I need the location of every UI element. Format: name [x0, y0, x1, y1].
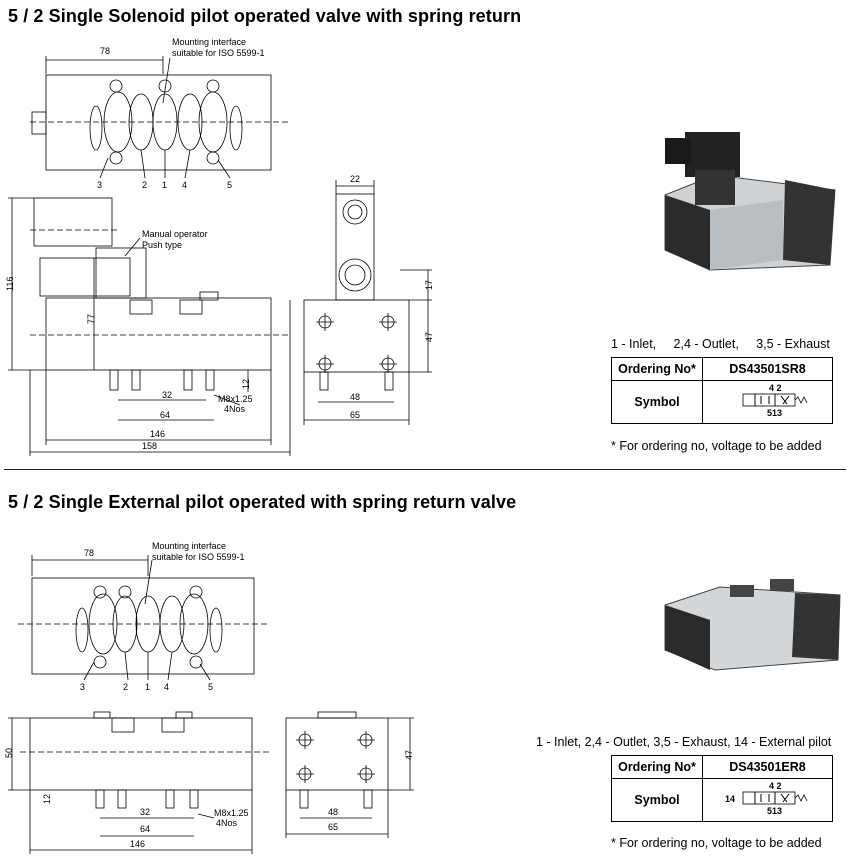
port-1: 1 — [162, 180, 167, 190]
dim-65: 65 — [350, 410, 360, 420]
ordering-table-s2: Ordering No* DS43501ER8 Symbol 4 2 14 51… — [611, 755, 833, 822]
port-4: 4 — [182, 180, 187, 190]
mounting-note-1a: Mounting interface — [172, 37, 246, 47]
dim-48: 48 — [350, 392, 360, 402]
dim-64-s2: 64 — [140, 824, 150, 834]
symbol-top-label: 4 2 — [769, 781, 782, 791]
dim-48-s2: 48 — [328, 807, 338, 817]
dim-158: 158 — [142, 441, 157, 451]
port-3-s2: 3 — [80, 682, 85, 692]
push-type-label: Push type — [142, 240, 182, 250]
mounting-note-1b: suitable for ISO 5599-1 — [172, 48, 265, 58]
dim-12-s2: 12 — [42, 794, 52, 804]
manual-operator-label: Manual operator — [142, 229, 208, 239]
thread-spec-s2: M8x1.25 — [214, 808, 249, 818]
mounting-note-2b: suitable for ISO 5599-1 — [152, 552, 245, 562]
dim-65-s2: 65 — [328, 822, 338, 832]
dim-17: 17 — [424, 280, 434, 290]
valve-symbol-icon: 4 2 14 513 — [725, 781, 807, 816]
mounting-note-2a: Mounting interface — [152, 541, 226, 551]
dim-47-s2: 47 — [404, 750, 414, 760]
note-s1: * For ordering no, voltage to be added — [611, 439, 822, 453]
port-4-s2: 4 — [164, 682, 169, 692]
symbol-label-s2: Symbol — [611, 778, 703, 822]
dim-116: 116 — [5, 277, 15, 291]
ordering-value-s2: DS43501ER8 — [702, 755, 833, 779]
dim-77: 77 — [86, 314, 96, 324]
dim-50-s2: 50 — [4, 748, 14, 758]
port-2: 2 — [142, 180, 147, 190]
port-1-s2: 1 — [145, 682, 150, 692]
symbol-top-label: 4 2 — [769, 383, 782, 393]
valve-symbol-icon: 4 2 513 — [742, 383, 807, 418]
dim-78-s2: 78 — [84, 548, 94, 558]
dim-32-s2: 32 — [140, 807, 150, 817]
external-pilot-valve-photo — [664, 579, 841, 671]
ordering-label-s2: Ordering No* — [611, 755, 703, 779]
port-2-s2: 2 — [123, 682, 128, 692]
section2-title: 5 / 2 Single External pilot operated wit… — [8, 492, 517, 512]
note-s2: * For ordering no, voltage to be added — [611, 836, 822, 850]
dim-47-side: 47 — [424, 332, 434, 342]
thread-nos: 4Nos — [224, 404, 246, 414]
dim-32: 32 — [162, 390, 172, 400]
legend-s1: 1 - Inlet, 2,4 - Outlet, 3,5 - Exhaust — [611, 337, 830, 351]
thread-nos-s2: 4Nos — [216, 818, 238, 828]
legend-s2: 1 - Inlet, 2,4 - Outlet, 3,5 - Exhaust, … — [536, 735, 832, 749]
symbol-cell-s1: 4 2 513 — [702, 380, 833, 424]
symbol-bottom-label: 513 — [767, 408, 782, 418]
ordering-table-s1: Ordering No* DS43501SR8 Symbol 4 2 513 — [611, 357, 833, 424]
ordering-value-s1: DS43501SR8 — [702, 357, 833, 381]
ordering-label-s1: Ordering No* — [611, 357, 703, 381]
symbol-bottom-label: 513 — [767, 806, 782, 816]
dim-22: 22 — [350, 174, 360, 184]
section-divider — [4, 469, 846, 470]
thread-spec: M8x1.25 — [218, 394, 253, 404]
section1-title: 5 / 2 Single Solenoid pilot operated val… — [8, 6, 522, 26]
dim-146-s2: 146 — [130, 839, 145, 849]
port-3: 3 — [97, 180, 102, 190]
symbol-cell-s2: 4 2 14 513 — [702, 778, 833, 822]
symbol-label-s1: Symbol — [611, 380, 703, 424]
dim-64: 64 — [160, 410, 170, 420]
dim-12: 12 — [241, 379, 251, 389]
dim-146: 146 — [150, 429, 165, 439]
port-5-s2: 5 — [208, 682, 213, 692]
dim-78: 78 — [100, 46, 110, 56]
symbol-pilot-label: 14 — [725, 794, 735, 804]
port-5: 5 — [227, 180, 232, 190]
solenoid-valve-photo — [664, 132, 836, 271]
